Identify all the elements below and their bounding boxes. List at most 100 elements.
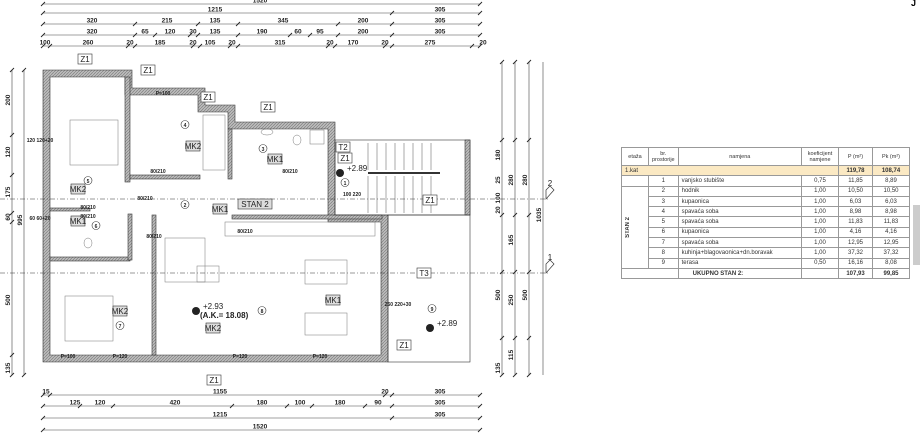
dimension-tick (512, 212, 518, 218)
floor-label: 1.kat (621, 164, 839, 177)
room-area: 8,98 (838, 206, 873, 218)
dimension-value: 995 (17, 214, 24, 225)
bed (69, 119, 119, 166)
z1-tag: Z1 (260, 101, 276, 113)
room-coefficient: 1,00 (801, 216, 839, 228)
mk1-tag-text: MK1 (70, 217, 87, 226)
area-table: etaža br. prostorije namjena koeficijent… (621, 147, 910, 280)
window-parapet: P=100 (156, 91, 171, 97)
dimension-tick (9, 210, 15, 216)
dimension-value: 305 (435, 400, 446, 407)
toilet (83, 237, 93, 249)
dimension-tick (77, 403, 83, 409)
dimension-tick (382, 43, 388, 49)
dimension-tick (477, 43, 483, 49)
room-name: kupaonica (677, 195, 803, 208)
door-size: 80/210 (80, 205, 96, 211)
room-number: 4 (184, 123, 187, 129)
dimension-tick (40, 43, 46, 49)
dimension-tick (477, 427, 483, 433)
room-number: 2 (648, 185, 679, 197)
walls (42, 69, 389, 363)
room-net-area: 37,32 (872, 247, 910, 259)
mk1-tag: MK1 (325, 294, 342, 306)
z1-tag: Z1 (77, 53, 93, 65)
dimension-tick (309, 403, 315, 409)
dimension-value: 315 (275, 40, 286, 47)
dimension-tick (335, 32, 341, 38)
dimension-tick (229, 403, 235, 409)
dimension-tick (40, 32, 46, 38)
room-number-marker (340, 178, 350, 187)
z1-tag: Z1 (206, 374, 222, 386)
dimension-tick (9, 372, 15, 378)
dimension-value: 65 (141, 29, 149, 36)
dimension-value: 1215 (208, 7, 223, 14)
dimension-value: 60 (5, 213, 12, 221)
dimension-tick (512, 59, 518, 65)
room-number: 1 (648, 175, 679, 187)
wall-partition (151, 214, 157, 356)
dimension-tick (499, 137, 505, 143)
dimension-tick (132, 32, 138, 38)
mk1-tag-text: MK1 (325, 296, 342, 305)
dimension-value: 120 (5, 146, 12, 157)
floor-row: 1.kat 119,78 108,74 (621, 164, 910, 177)
window-parapet: P=100 (61, 354, 76, 360)
dimension-tick (235, 43, 241, 49)
dimension-value: 20 (126, 40, 134, 47)
dimension-tick (389, 21, 395, 27)
window-size: 60 60+20 (30, 216, 51, 222)
dimension-tick (40, 10, 46, 16)
door-size: 80/210 (80, 214, 96, 220)
level-marker-icon (336, 169, 344, 177)
table-row: 8 kuhinja+blagovaonica+dn.boravak 1,00 3… (622, 247, 910, 259)
washing-machine (309, 129, 325, 145)
dimension-tick (389, 403, 395, 409)
level-marker-icon (192, 307, 200, 315)
room-net-area: 8,89 (872, 175, 910, 187)
room-number: 9 (431, 307, 434, 313)
mk2-tag-text: MK2 (185, 142, 202, 151)
room-number-marker (257, 306, 267, 315)
dimension-tick (477, 21, 483, 27)
dimension-value: 500 (5, 294, 12, 305)
z1-tag-text: Z1 (263, 103, 273, 112)
wall-partition (231, 214, 383, 220)
dimension-value: 320 (87, 29, 98, 36)
bed (64, 295, 114, 342)
room-coefficient: 1,00 (801, 247, 839, 259)
dimension-value: 305 (435, 29, 446, 36)
dimension-value: 120 (165, 29, 176, 36)
table-row: 9 terasa 0,50 16,16 8,08 (622, 257, 910, 269)
dimension-tick (110, 403, 116, 409)
dimension-tick (9, 172, 15, 178)
table-row: 6 kupaonica 1,00 4,16 4,16 (622, 226, 910, 239)
dimension-tick (197, 43, 203, 49)
dimension-tick (287, 32, 293, 38)
z1-tag-text: Z1 (143, 66, 153, 75)
room-area: 4,16 (838, 226, 873, 239)
z1-tag: Z1 (200, 91, 216, 103)
total-p: 107,93 (838, 267, 873, 280)
dimension-tick (195, 32, 201, 38)
dimension-tick (21, 67, 27, 73)
dimension-tick (389, 415, 395, 421)
absolute-height: (A.K.= 18.08) (200, 311, 249, 320)
col-koeficijent: koeficijent namjene (801, 147, 839, 166)
dimension-value: 305 (435, 412, 446, 419)
z1-tag: Z1 (140, 64, 156, 76)
room-net-area: 11,83 (872, 216, 910, 228)
dimension-value: 15 (42, 389, 50, 396)
dimension-value: 345 (278, 18, 289, 25)
dimension-tick (526, 372, 532, 378)
toilet (292, 134, 302, 146)
room-area: 12,95 (838, 237, 873, 249)
z1-tag-text: Z1 (203, 93, 213, 102)
dimension-tick (477, 1, 483, 7)
t3-tag-text: T3 (419, 269, 429, 278)
col-pk: Pk (m²) (872, 147, 910, 166)
dimension-value: 1035 (536, 207, 543, 222)
col-p: P (m²) (838, 147, 873, 166)
